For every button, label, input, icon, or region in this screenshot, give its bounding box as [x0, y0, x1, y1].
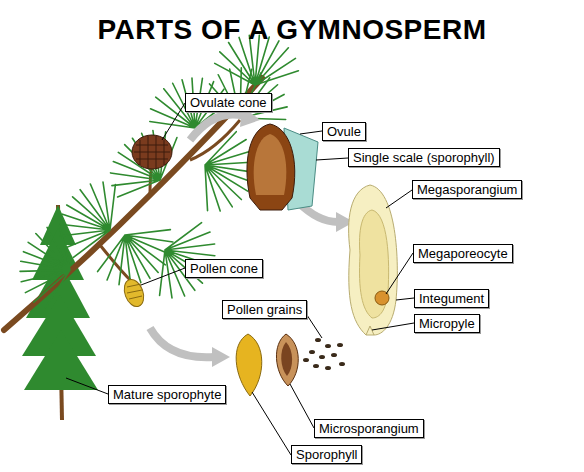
- pollen-grain: [313, 364, 319, 368]
- ovule-shape: [247, 124, 295, 210]
- needle-cluster: [95, 115, 190, 210]
- label-box: Ovule: [322, 122, 366, 141]
- part-label: Megaporeocyte: [418, 245, 508, 262]
- part-label: Pollen cone: [190, 260, 258, 277]
- part-label: Megasporangium: [417, 181, 517, 198]
- pollen-grain: [319, 355, 325, 359]
- tree-foliage: [24, 330, 98, 390]
- flow-arrow: [150, 328, 214, 357]
- part-label: Ovulate cone: [190, 94, 267, 111]
- microsporangium-inner: [281, 342, 292, 376]
- pollen-grain: [303, 358, 309, 362]
- leader-line: [372, 323, 414, 330]
- diagram-title: PARTS OF A GYMNOSPERM: [0, 14, 584, 46]
- part-label: Integument: [419, 290, 484, 307]
- leader-line: [252, 392, 291, 455]
- pollen-cone-scales: [127, 284, 142, 299]
- pollen-grain: [315, 338, 321, 342]
- label-box: Megaporeocyte: [413, 244, 513, 263]
- label-box: Integument: [414, 289, 489, 308]
- cone-scales: [134, 136, 170, 168]
- pollen-grain: [325, 366, 331, 370]
- needle-cluster: [13, 220, 77, 311]
- leader-line: [141, 268, 185, 285]
- pollen-grains: [303, 338, 345, 370]
- pollen-cone: [121, 277, 147, 309]
- label-box: Pollen grains: [222, 300, 307, 319]
- part-label: Mature sporophyte: [113, 386, 221, 403]
- microsporangium-shape: [276, 334, 298, 386]
- pollen-grain: [331, 353, 337, 357]
- part-label: Microsporangium: [319, 420, 419, 437]
- ovule-inner: [254, 134, 287, 195]
- pollen-grain: [325, 344, 331, 348]
- part-label: Sporophyll: [296, 446, 357, 463]
- flow-arrow: [190, 114, 244, 140]
- pollen-grain: [309, 350, 315, 354]
- part-label: Single scale (sporophyll): [353, 149, 495, 166]
- flow-arrowhead: [212, 347, 230, 367]
- label-box: Single scale (sporophyll): [348, 148, 500, 167]
- leader-line: [162, 103, 185, 140]
- leader-line: [386, 253, 413, 294]
- micropyle-opening: [366, 326, 374, 335]
- part-label: Pollen grains: [227, 301, 302, 318]
- leader-line: [300, 131, 322, 134]
- label-box: Ovulate cone: [185, 93, 272, 112]
- pollen-grain: [339, 362, 345, 366]
- leader-line: [290, 384, 314, 428]
- label-box: Sporophyll: [291, 445, 362, 464]
- label-box: Mature sporophyte: [108, 385, 226, 404]
- leader-line: [316, 158, 348, 160]
- sporophyll-shape: [236, 334, 262, 396]
- leader-line: [66, 378, 108, 394]
- label-box: Micropyle: [414, 314, 480, 333]
- part-label: Ovule: [327, 123, 361, 140]
- pollen-grain: [337, 343, 343, 347]
- integument-shape: [349, 185, 398, 335]
- part-label: Micropyle: [419, 315, 475, 332]
- leader-line: [386, 190, 412, 208]
- ovulate-cone: [132, 135, 172, 169]
- label-box: Megasporangium: [412, 180, 522, 199]
- label-box: Pollen cone: [185, 259, 263, 278]
- label-box: Microsporangium: [314, 419, 424, 438]
- pine-branch: [4, 78, 262, 330]
- megasporangium-shape: [360, 210, 389, 318]
- leader-line: [396, 298, 414, 300]
